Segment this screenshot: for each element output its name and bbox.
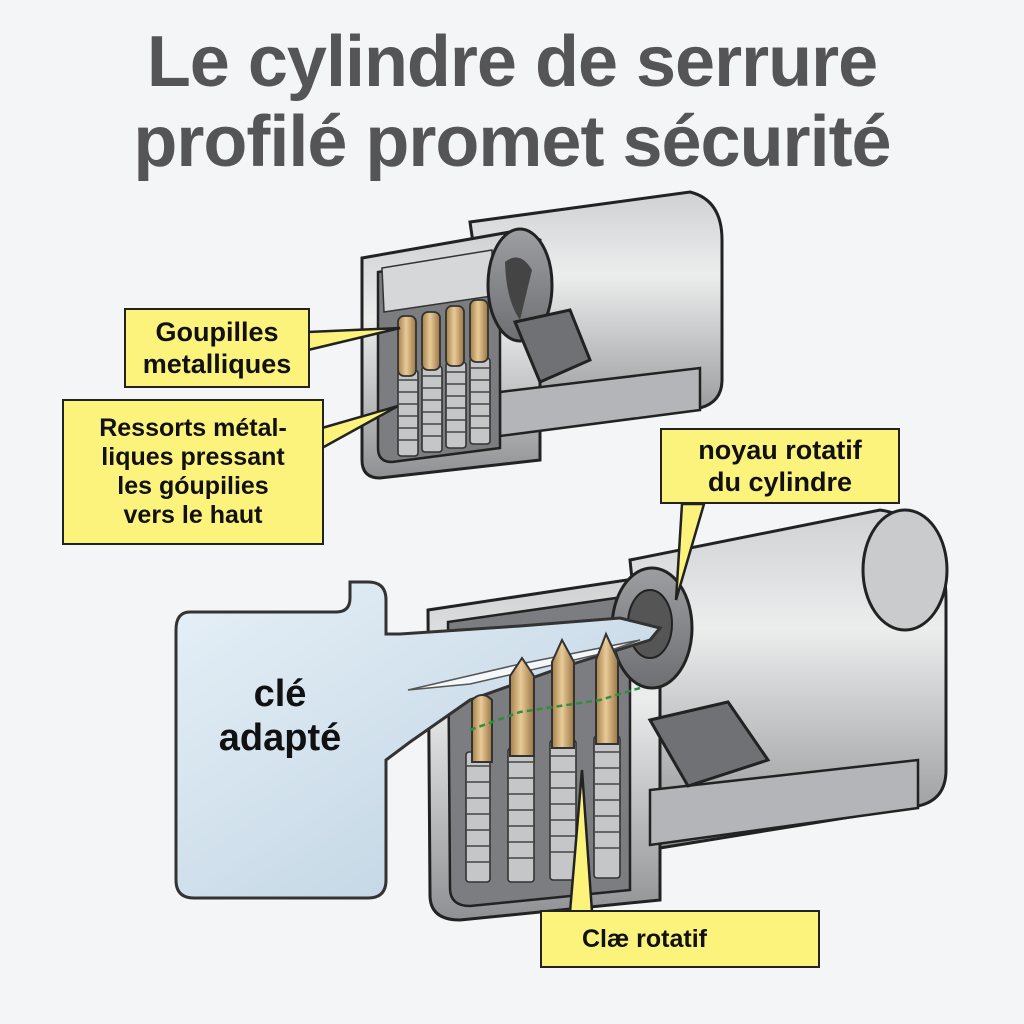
callout-springs-line-2: liques pressant: [101, 443, 285, 471]
key-label: clé adapté: [200, 672, 360, 760]
callout-springs-line-4: vers le haut: [123, 501, 263, 529]
callout-pins-line-2: metalliques: [142, 349, 292, 379]
shear-line: [469, 686, 641, 732]
callout-pins: Goupilles metalliques: [124, 308, 310, 388]
callout-core: noyau rotatif du cylindre: [660, 428, 900, 504]
callout-core-line-1: noyau rotatif: [698, 435, 862, 465]
callout-shear: Clæ rotatif: [540, 910, 820, 968]
top-pins: [397, 299, 489, 377]
callout-pins-line-1: Goupilles: [155, 317, 279, 347]
top-cylinder: [360, 190, 724, 480]
title-line-1: Le cylindre de serrure: [146, 22, 878, 102]
callout-shear-text: Clæ rotatif: [582, 924, 707, 953]
callout-springs: Ressorts métal- liques pressant les góup…: [62, 399, 324, 545]
callout-core-line-2: du cylindre: [707, 467, 853, 497]
callout-springs-line-1: Ressorts métal-: [99, 414, 287, 442]
top-springs: [397, 357, 491, 457]
key-label-line-1: clé: [253, 673, 307, 715]
bottom-pins: [471, 631, 619, 763]
page-title: Le cylindre de serrure profilé promet sé…: [0, 22, 1024, 182]
bottom-springs: [465, 735, 621, 883]
title-line-2: profilé promet sécurité: [133, 102, 891, 182]
key-label-line-2: adapté: [218, 717, 342, 759]
callout-springs-line-3: les góupilies: [117, 472, 269, 500]
bottom-cylinder: [426, 508, 949, 922]
